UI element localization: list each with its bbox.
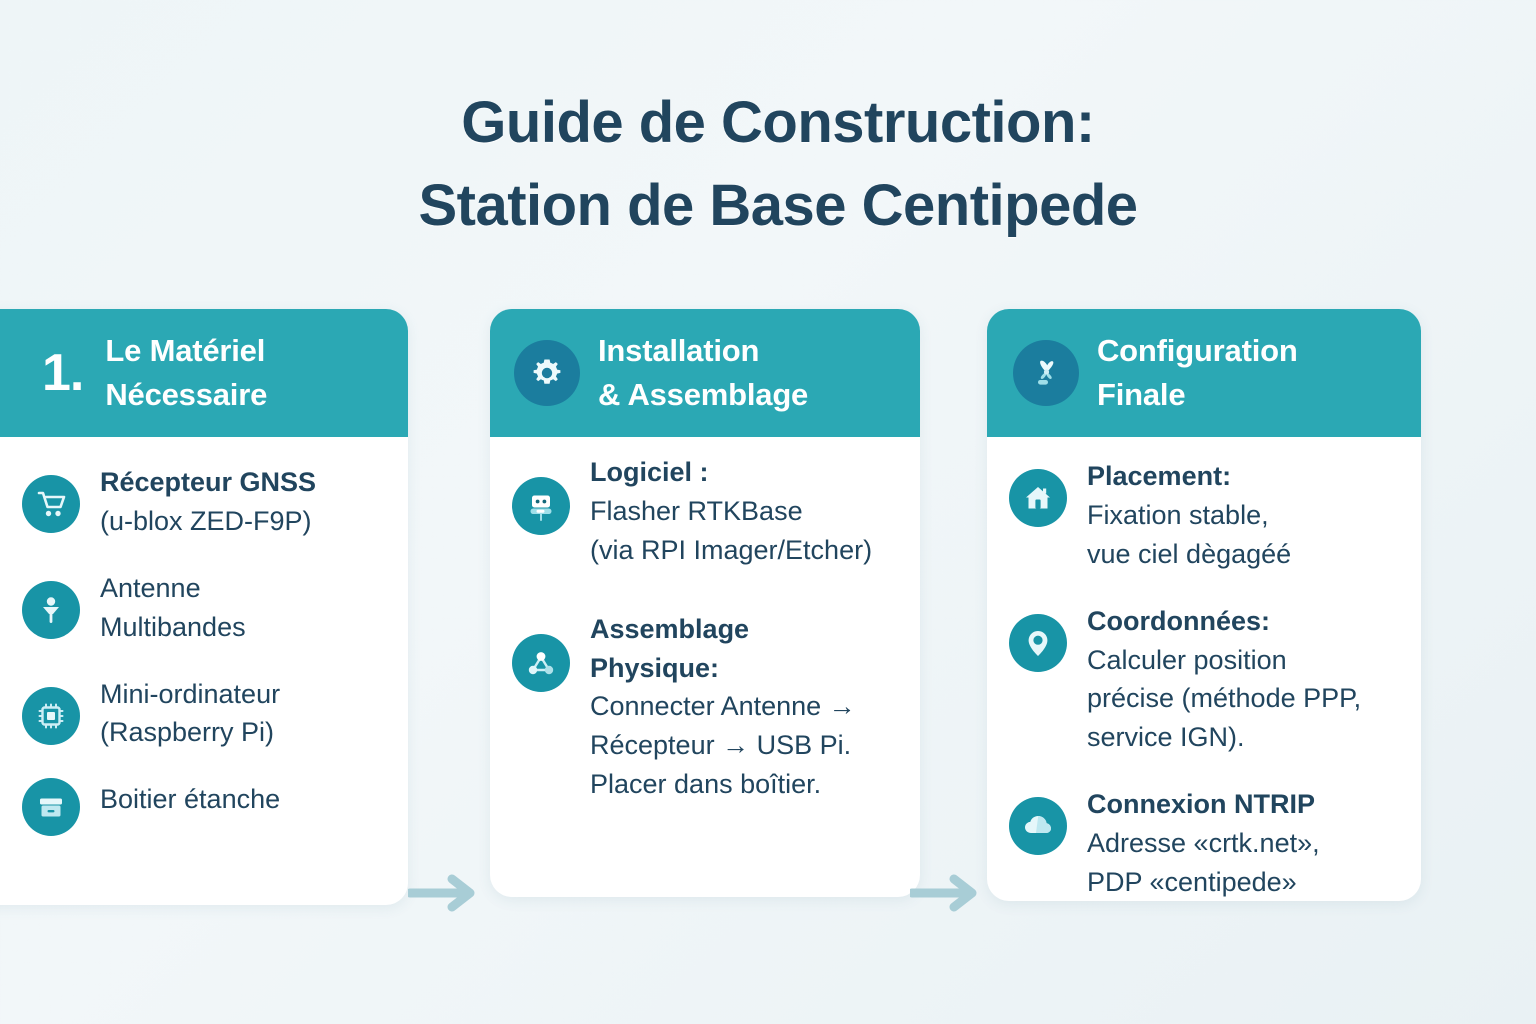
step-title-2-line-1: Installation bbox=[598, 332, 760, 368]
list-item: Récepteur GNSS (u-blox ZED-F9P) bbox=[22, 461, 392, 541]
list-item-line-1: Antenne bbox=[100, 572, 201, 603]
list-item-line-2: (via RPI Imager/Etcher) bbox=[590, 534, 873, 565]
list-item-text: Mini-ordinateur (Raspberry Pi) bbox=[100, 673, 280, 753]
page-title-line-1: Guide de Construction: bbox=[461, 90, 1095, 155]
cloud-icon bbox=[1009, 797, 1067, 856]
list-item: Connexion NTRIP Adresse «crtk.net», PDP … bbox=[1009, 783, 1411, 901]
list-item-strong: Coordonnées: bbox=[1087, 605, 1271, 636]
map-pin-icon bbox=[1009, 613, 1067, 672]
list-item: Logiciel : Flasher RTKBase (via RPI Imag… bbox=[512, 451, 906, 570]
step-card-body-2: Logiciel : Flasher RTKBase (via RPI Imag… bbox=[490, 437, 920, 804]
list-item-strong-line-2: Physique: bbox=[590, 652, 720, 683]
list-item: Placement: Fixation stable, vue ciel dèg… bbox=[1009, 455, 1411, 574]
list-item-text: Logiciel : Flasher RTKBase (via RPI Imag… bbox=[590, 451, 872, 570]
list-item-text: Coordonnées: Calculer position précise (… bbox=[1087, 600, 1361, 758]
robot-flash-icon bbox=[512, 477, 570, 535]
list-item-text: Boitier étanche bbox=[100, 778, 280, 819]
list-item-strong-line-1: Assemblage bbox=[590, 613, 750, 644]
step-title-3-line-1: Configuration bbox=[1097, 332, 1298, 368]
list-item-strong: Récepteur GNSS bbox=[100, 467, 317, 497]
list-item-line-2: Récepteur → USB Pi. bbox=[590, 730, 852, 761]
list-item-line-1: Mini-ordinateur bbox=[100, 678, 281, 709]
step-title-2-line-2: & Assemblage bbox=[598, 377, 809, 412]
step-title-1-line-2: Nécessaire bbox=[105, 377, 268, 412]
steps-board: 1. Le Matériel Nécessaire Récepteur GNSS… bbox=[0, 309, 1536, 912]
shopping-cart-icon bbox=[22, 475, 80, 533]
list-item-text: Placement: Fixation stable, vue ciel dèg… bbox=[1087, 455, 1291, 574]
list-item-strong: Connexion NTRIP bbox=[1087, 789, 1315, 820]
box-icon bbox=[22, 778, 80, 837]
step-card-header-2: Installation & Assemblage bbox=[490, 309, 920, 437]
arrow-step1-to-step2 bbox=[408, 871, 480, 915]
antenna-icon bbox=[22, 580, 80, 639]
list-item-line-3: Placer dans boîtier. bbox=[590, 769, 822, 800]
step-card-installation: Installation & Assemblage Logi bbox=[490, 309, 920, 897]
satellite-icon bbox=[1013, 340, 1079, 406]
chip-icon bbox=[22, 686, 80, 745]
step-card-body-1: Récepteur GNSS (u-blox ZED-F9P) Antenne … bbox=[0, 437, 408, 837]
list-item-line-3: service IGN). bbox=[1087, 722, 1245, 753]
page-title: Guide de Construction: Station de Base C… bbox=[0, 82, 1536, 248]
step-number-1: 1. bbox=[42, 344, 84, 402]
step-title-3: Configuration Finale bbox=[1097, 329, 1298, 417]
list-item-line-2: (Raspberry Pi) bbox=[100, 717, 275, 748]
list-item-text: Récepteur GNSS (u-blox ZED-F9P) bbox=[100, 461, 316, 541]
list-item-strong: Logiciel : bbox=[590, 457, 709, 487]
list-item-line-1: Boitier étanche bbox=[100, 784, 281, 815]
step-title-1: Le Matériel Nécessaire bbox=[105, 329, 267, 417]
list-item-line-2: Multibandes bbox=[100, 611, 246, 642]
list-item-line-1: Connecter Antenne → bbox=[590, 691, 856, 722]
list-item: Coordonnées: Calculer position précise (… bbox=[1009, 600, 1411, 758]
network-nodes-icon bbox=[512, 633, 570, 692]
step-title-3-line-2: Finale bbox=[1097, 377, 1186, 412]
list-item-line-1: Flasher RTKBase bbox=[590, 495, 803, 526]
house-icon bbox=[1009, 469, 1067, 527]
list-item-line-1: Adresse «crtk.net», bbox=[1087, 828, 1320, 858]
list-item-normal: (u-blox ZED-F9P) bbox=[100, 505, 312, 536]
list-item-text: Connexion NTRIP Adresse «crtk.net», PDP … bbox=[1087, 783, 1320, 901]
list-item-line-2: vue ciel dègagéé bbox=[1087, 538, 1292, 569]
page-title-line-2: Station de Base Centipede bbox=[418, 172, 1138, 238]
step-card-configuration: Configuration Finale Placement: Fixation… bbox=[987, 309, 1421, 901]
list-item-line-1: Calculer position bbox=[1087, 644, 1287, 675]
list-item-text: Antenne Multibandes bbox=[100, 567, 246, 647]
list-item: Assemblage Physique: Connecter Antenne →… bbox=[512, 608, 906, 804]
list-item-line-1: Fixation stable, bbox=[1087, 499, 1269, 530]
list-item-line-2: PDP «centipede» bbox=[1087, 866, 1297, 897]
list-item: Mini-ordinateur (Raspberry Pi) bbox=[22, 673, 392, 753]
arrow-step2-to-step3 bbox=[910, 871, 982, 915]
step-title-1-line-1: Le Matériel bbox=[105, 332, 266, 368]
step-title-2: Installation & Assemblage bbox=[598, 329, 808, 417]
list-item: Boitier étanche bbox=[22, 778, 392, 837]
gear-icon bbox=[514, 340, 580, 406]
step-card-header-1: 1. Le Matériel Nécessaire bbox=[0, 309, 408, 437]
list-item-strong: Placement: bbox=[1087, 461, 1232, 491]
step-card-body-3: Placement: Fixation stable, vue ciel dèg… bbox=[987, 437, 1421, 901]
list-item-text: Assemblage Physique: Connecter Antenne →… bbox=[590, 608, 856, 804]
step-card-materiel: 1. Le Matériel Nécessaire Récepteur GNSS… bbox=[0, 309, 408, 905]
list-item: Antenne Multibandes bbox=[22, 567, 392, 647]
list-item-line-2: précise (méthode PPP, bbox=[1087, 683, 1362, 714]
step-card-header-3: Configuration Finale bbox=[987, 309, 1421, 437]
